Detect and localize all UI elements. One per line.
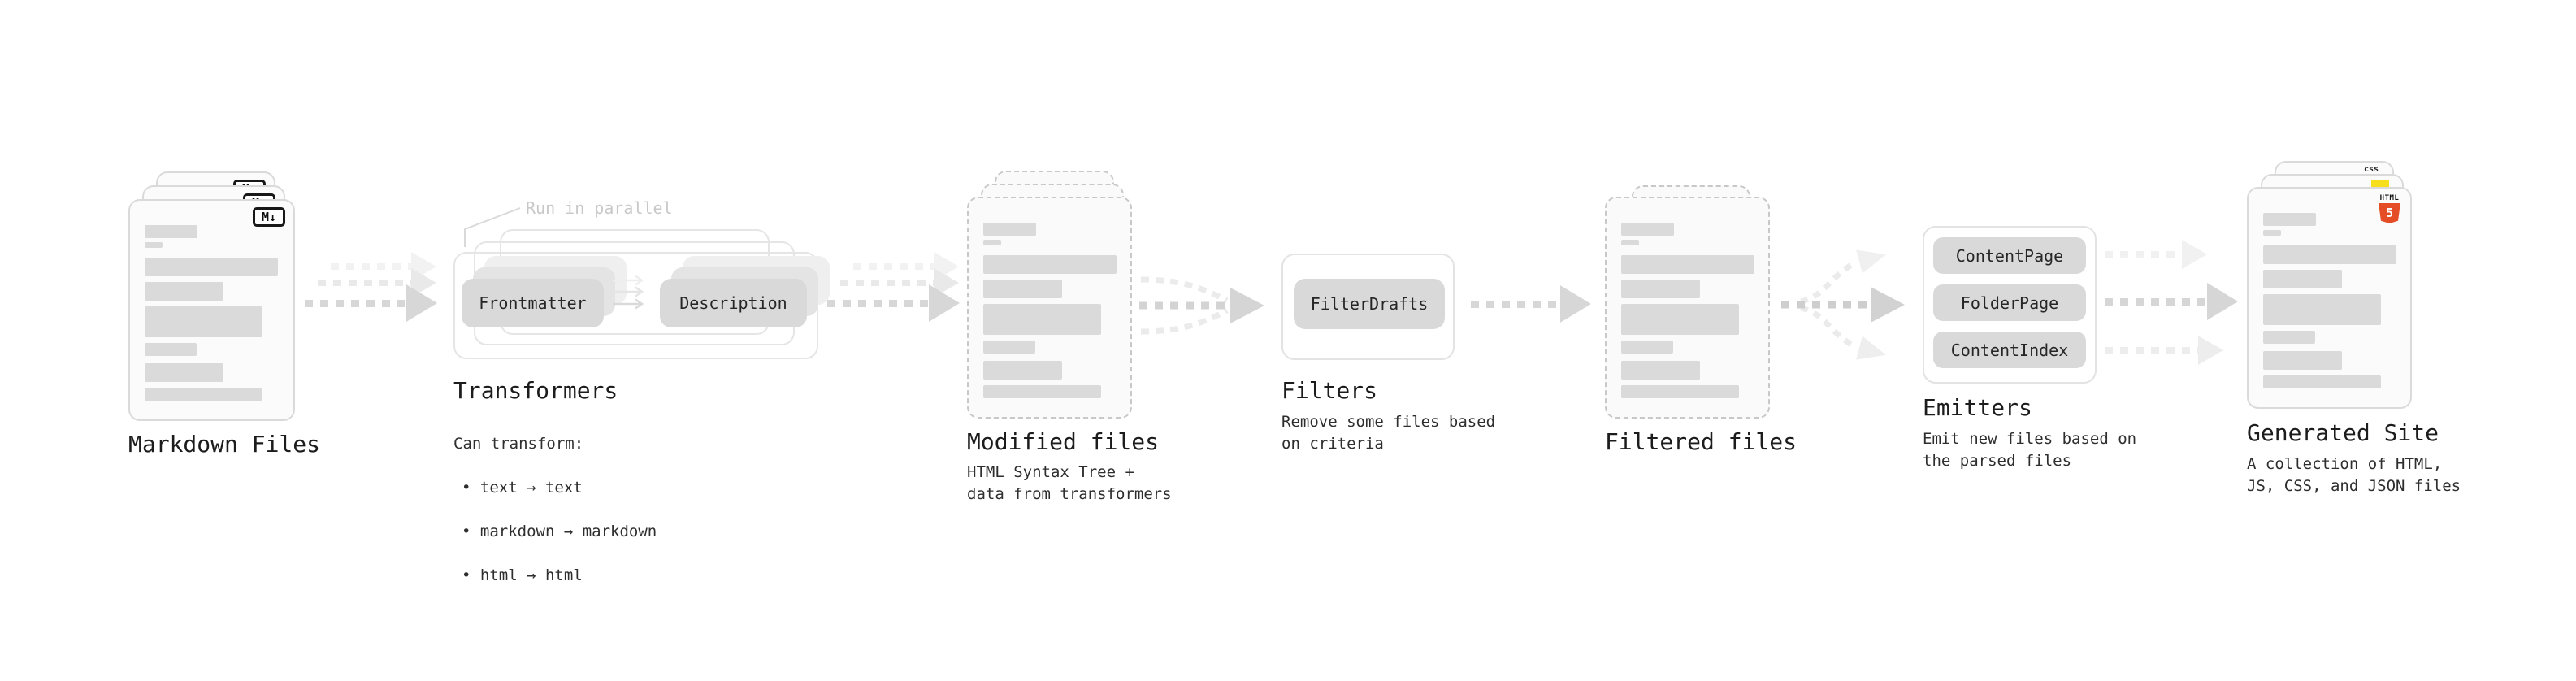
skeleton-line	[145, 225, 197, 238]
bullet-item: • text → text	[462, 479, 583, 497]
bullet-item: • html → html	[462, 566, 583, 584]
file-card-front	[967, 197, 1132, 419]
dashed-arrow	[2105, 240, 2207, 269]
file-card-html: HTML 5	[2247, 187, 2412, 409]
skeleton-line	[983, 255, 1117, 274]
transformer-chip-description: Description	[660, 279, 807, 327]
skeleton-line	[2263, 213, 2316, 226]
note-connector-line	[464, 207, 521, 247]
stage-label: Transformers	[453, 377, 618, 404]
skeleton-line	[145, 258, 278, 276]
skeleton-line	[2263, 245, 2396, 264]
markdown-icon: M↓	[253, 207, 285, 227]
emitter-chip-contentindex: ContentIndex	[1933, 332, 2086, 368]
dashed-arrow	[2105, 336, 2223, 365]
run-in-parallel-note: Run in parallel	[526, 198, 673, 218]
skeleton-line	[983, 361, 1062, 380]
bullet-item: • markdown → markdown	[462, 523, 657, 540]
emitter-chip-contentpage: ContentPage	[1933, 237, 2086, 274]
skeleton-line	[1621, 385, 1739, 398]
skeleton-line	[983, 340, 1035, 354]
skeleton-line	[2263, 294, 2381, 325]
parallel-mini-arrows	[613, 275, 644, 310]
dashed-arrow	[827, 284, 960, 322]
arrowhead	[1230, 288, 1264, 323]
merge-arrow-modified-to-filters	[1139, 276, 1264, 335]
stage-description: A collection of HTML, JS, CSS, and JSON …	[2247, 455, 2461, 495]
skeleton-line	[1621, 240, 1639, 245]
dashed-arrow	[305, 284, 437, 322]
skeleton-line	[2263, 351, 2342, 370]
stage-description: Can transform: • text → text • markdown …	[453, 411, 657, 609]
skeleton-line	[145, 242, 163, 248]
stage-label: Filters	[1281, 377, 1378, 404]
skeleton-line	[983, 240, 1001, 245]
stage-label: Emitters	[1923, 394, 2032, 421]
stage-label: Modified files	[967, 428, 1160, 455]
html5-icon: HTML 5	[2379, 194, 2400, 223]
skeleton-line	[2263, 375, 2381, 388]
dashed-arrow	[2105, 283, 2238, 320]
skeleton-line	[1621, 280, 1700, 298]
skeleton-line	[1621, 255, 1754, 274]
emitter-chip-folderpage: FolderPage	[1933, 284, 2086, 321]
arrowhead	[1856, 336, 1886, 360]
stage-description: Emit new files based on the parsed files	[1923, 430, 2137, 470]
skeleton-line	[1621, 304, 1739, 335]
stage-label: Filtered files	[1605, 428, 1798, 455]
skeleton-line	[145, 343, 197, 356]
skeleton-line	[2263, 270, 2342, 288]
arrowhead	[1871, 287, 1905, 323]
skeleton-line	[145, 282, 223, 301]
skeleton-line	[1621, 223, 1674, 236]
skeleton-line	[145, 388, 262, 401]
arrowhead	[1856, 249, 1886, 274]
skeleton-line	[1621, 340, 1673, 354]
skeleton-line	[2263, 230, 2281, 236]
skeleton-line	[1621, 361, 1700, 380]
skeleton-line	[145, 306, 262, 337]
stage-description: Remove some files based on criteria	[1281, 413, 1496, 453]
description-line: Can transform:	[453, 435, 584, 453]
skeleton-line	[2263, 331, 2315, 344]
stage-label: Markdown Files	[128, 431, 321, 458]
skeleton-line	[983, 223, 1036, 236]
transformer-chip-frontmatter: Frontmatter	[462, 279, 604, 327]
file-card-front	[1605, 197, 1770, 419]
stage-description: HTML Syntax Tree + data from transformer…	[967, 463, 1172, 503]
flow-arrow-filters-to-filtered	[1471, 285, 1591, 323]
skeleton-line	[145, 363, 223, 382]
skeleton-line	[983, 385, 1101, 398]
file-card-front: M↓	[128, 199, 295, 421]
skeleton-line	[983, 280, 1062, 298]
fork-arrow-filtered-to-emitters	[1781, 249, 1905, 360]
stage-label: Generated Site	[2247, 419, 2439, 446]
filter-chip-filterdrafts: FilterDrafts	[1294, 279, 1445, 329]
skeleton-line	[983, 304, 1101, 335]
